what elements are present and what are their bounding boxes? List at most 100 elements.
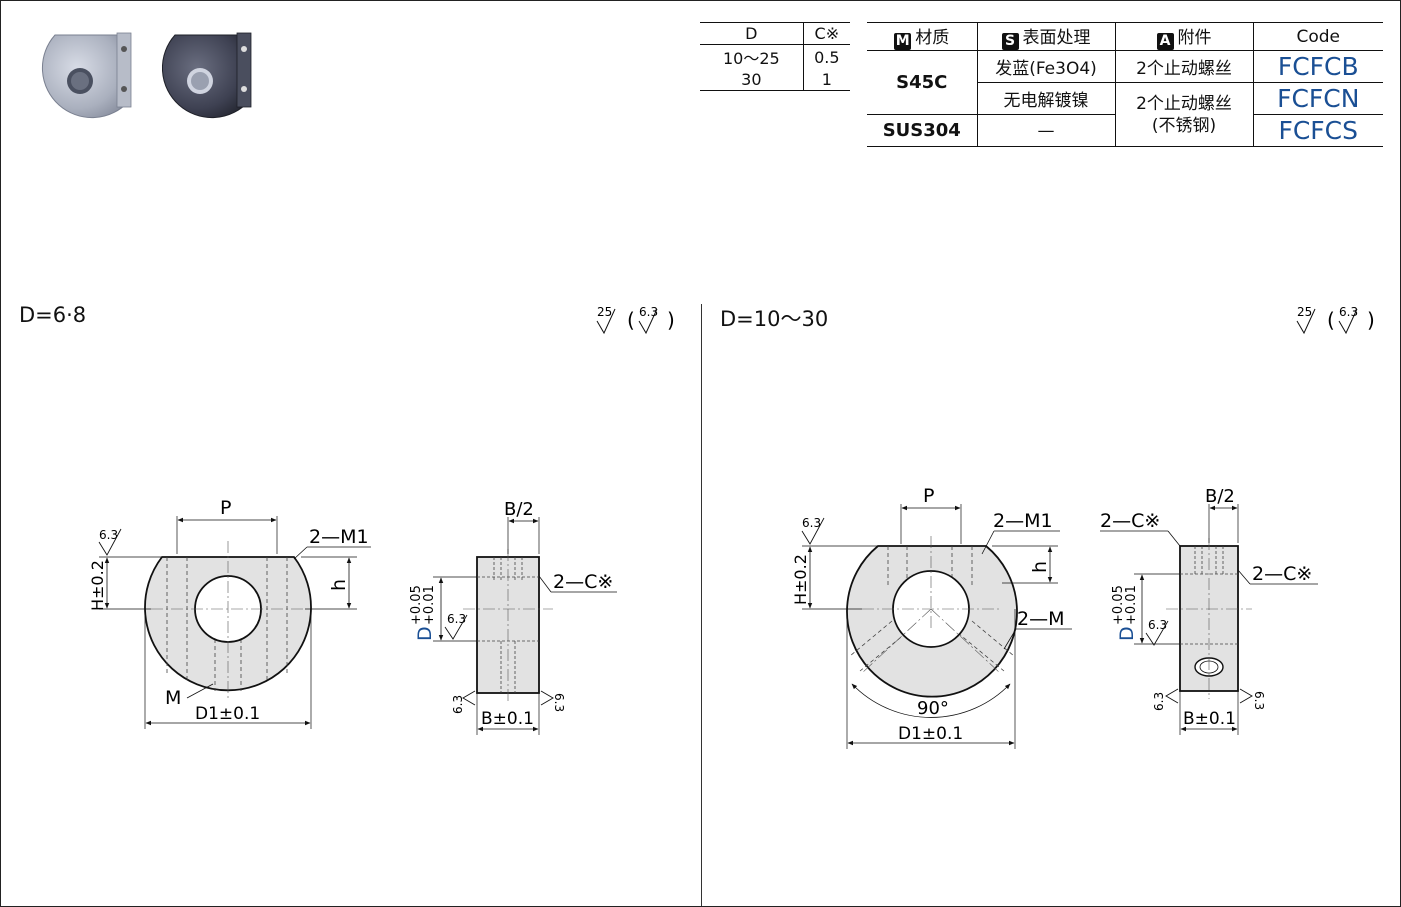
table-cell: 0.5 bbox=[814, 47, 840, 67]
right-rough-63-b: 6.3 bbox=[1148, 618, 1167, 632]
table-cell: 10～25 bbox=[700, 44, 804, 69]
accessory-2: 2个止动螺丝(不锈钢) bbox=[1114, 82, 1253, 147]
surface-1: 发蓝(Fe3O4) bbox=[976, 50, 1115, 83]
paren-open: ( bbox=[627, 308, 635, 332]
accessory-1: 2个止动螺丝 bbox=[1114, 50, 1253, 83]
accessory-icon: A bbox=[1156, 33, 1174, 50]
right-rough-63-a: 6.3 bbox=[802, 516, 821, 530]
left-label-c: 2—C※ bbox=[553, 571, 613, 593]
right-roughness-symbol: 25 ( 6.3 ) bbox=[1296, 305, 1375, 335]
left-rough-63-c: 6.3 bbox=[451, 695, 465, 714]
header-surface-label: 表面处理 bbox=[1022, 28, 1091, 48]
left-rough-63-d: 6.3 bbox=[552, 693, 566, 712]
section-divider bbox=[701, 304, 702, 906]
left-roughness-main: 25 bbox=[597, 305, 612, 319]
accessory-2-line2: (不锈钢) bbox=[1151, 115, 1217, 136]
right-label-b: B±0.1 bbox=[1183, 709, 1236, 729]
product-photo-black bbox=[161, 32, 252, 119]
right-label-b2: B/2 bbox=[1205, 486, 1235, 507]
left-label-tol-low: +0.01 bbox=[422, 585, 437, 625]
right-rough-63-d: 6.3 bbox=[1252, 691, 1266, 710]
table-cell: 1 bbox=[803, 69, 850, 91]
right-roughness-alt: 6.3 bbox=[1339, 305, 1358, 319]
header-accessory-label: 附件 bbox=[1177, 28, 1212, 48]
paren-close: ) bbox=[1367, 308, 1375, 332]
right-rough-63-c: 6.3 bbox=[1152, 692, 1166, 711]
left-label-H: H±0.2 bbox=[88, 560, 107, 611]
left-front-view: P 2—M1 h H±0.2 6.3 M D1±0.1 bbox=[88, 497, 371, 729]
right-label-p: P bbox=[923, 485, 934, 507]
code-fcfcn[interactable]: FCFCN bbox=[1252, 82, 1383, 115]
right-side-view: B/2 2—C※ 2—C※ D +0.05 +0.01 6.3 B±0.1 6.… bbox=[1100, 486, 1318, 735]
left-label-d1: D1±0.1 bbox=[195, 704, 260, 724]
left-side-view: B/2 2—C※ D +0.05 +0.01 6.3 B±0.1 6.3 6.3 bbox=[409, 499, 617, 735]
surface-roughness-icon bbox=[1296, 308, 1316, 335]
surface-roughness-icon bbox=[638, 308, 658, 335]
right-label-d: D bbox=[1116, 626, 1138, 641]
header-material-label: 材质 bbox=[915, 28, 950, 48]
chamfer-table: D C※ 10～25 0.5 30 1 bbox=[700, 22, 850, 91]
left-label-b2: B/2 bbox=[504, 499, 534, 520]
c-table-header-c: C※ bbox=[803, 22, 850, 45]
surface-roughness-icon bbox=[596, 308, 616, 335]
left-rough-63-b: 6.3 bbox=[447, 612, 466, 626]
table-row: S45C 发蓝(Fe3O4) 2个止动螺丝 FCFCB bbox=[867, 50, 1383, 115]
right-section-title: D=10～30 bbox=[720, 307, 829, 331]
left-drawings: P 2—M1 h H±0.2 6.3 M D1±0.1 bbox=[88, 497, 617, 735]
left-label-m1: 2—M1 bbox=[309, 526, 369, 548]
surface-roughness-icon bbox=[462, 690, 476, 706]
left-rough-63-a: 6.3 bbox=[99, 528, 118, 542]
left-label-m: M bbox=[165, 687, 181, 709]
paren-close: ) bbox=[667, 308, 675, 332]
right-label-angle: 90° bbox=[917, 698, 949, 719]
left-label-h: h bbox=[328, 579, 350, 591]
table-row: SUS304 — FCFCS bbox=[867, 114, 1383, 147]
material-icon: M bbox=[894, 33, 912, 50]
code-fcfcs[interactable]: FCFCS bbox=[1252, 114, 1383, 147]
right-roughness-main: 25 bbox=[1297, 305, 1312, 319]
right-drawings: P 2—M1 h H±0.2 6.3 2—M 90° D1±0.1 bbox=[791, 485, 1318, 749]
table-cell: 30 bbox=[700, 69, 804, 91]
left-roughness-symbol: 25 ( 6.3 ) bbox=[596, 305, 675, 335]
surface-roughness-icon bbox=[1145, 620, 1169, 646]
surface-roughness-icon bbox=[540, 690, 554, 706]
right-label-h: h bbox=[1029, 561, 1051, 573]
right-label-c: 2—C※ bbox=[1252, 563, 1312, 585]
material-s45c: S45C bbox=[867, 50, 977, 115]
right-label-tol-up: +0.05 bbox=[1111, 585, 1126, 625]
code-fcfcb[interactable]: FCFCB bbox=[1252, 50, 1383, 83]
surface-icon: S bbox=[1001, 33, 1019, 50]
c-table-header-d: D bbox=[700, 22, 804, 45]
left-label-b: B±0.1 bbox=[481, 709, 534, 729]
left-roughness-alt: 6.3 bbox=[639, 305, 658, 319]
right-label-d1: D1±0.1 bbox=[898, 724, 963, 744]
table-row: 30 1 bbox=[700, 69, 850, 91]
right-label-m: 2—M bbox=[1017, 608, 1064, 630]
surface-roughness-icon bbox=[801, 517, 825, 545]
surface-roughness-icon bbox=[1165, 688, 1179, 704]
right-label-tol-low: +0.01 bbox=[1124, 585, 1139, 625]
material-sus304: SUS304 bbox=[867, 114, 977, 147]
surface-roughness-icon bbox=[1239, 688, 1253, 704]
table-row: 无电解镀镍 2个止动螺丝(不锈钢) FCFCN bbox=[867, 82, 1383, 147]
right-label-m1: 2—M1 bbox=[993, 510, 1053, 532]
left-label-d: D bbox=[414, 626, 436, 641]
accessory-2-line1: 2个止动螺丝 bbox=[1136, 93, 1232, 114]
right-label-c-top: 2—C※ bbox=[1100, 510, 1160, 532]
product-photo-silver bbox=[41, 32, 132, 119]
table-row: 10～25 0.5 bbox=[700, 44, 850, 69]
surface-roughness-icon bbox=[444, 614, 468, 640]
left-label-tol-up: +0.05 bbox=[409, 585, 424, 625]
surface-3: — bbox=[976, 114, 1115, 147]
left-label-p: P bbox=[220, 497, 231, 519]
right-front-view: P 2—M1 h H±0.2 6.3 2—M 90° D1±0.1 bbox=[791, 485, 1072, 749]
left-section-title: D=6·8 bbox=[19, 303, 87, 327]
header-code: Code bbox=[1252, 22, 1383, 51]
surface-2: 无电解镀镍 bbox=[976, 82, 1115, 115]
surface-roughness-icon bbox=[1338, 308, 1358, 335]
